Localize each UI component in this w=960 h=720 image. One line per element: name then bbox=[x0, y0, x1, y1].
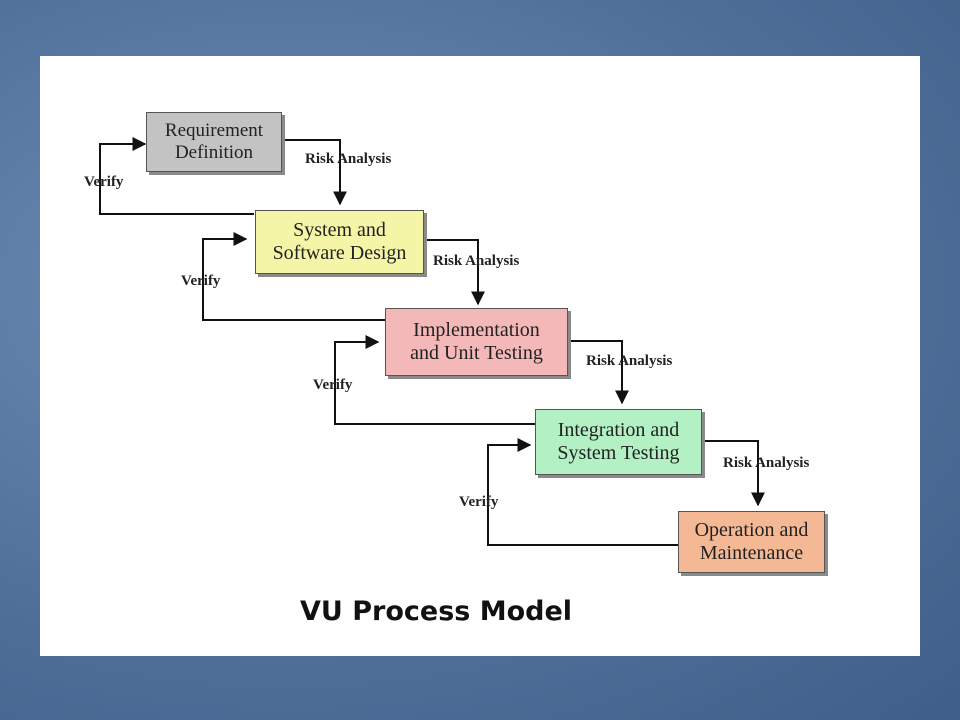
verify-arrow-4 bbox=[487, 438, 678, 546]
verify-label: Verify bbox=[181, 273, 221, 289]
risk-arrow-3 bbox=[568, 340, 629, 405]
verify-label: Verify bbox=[84, 174, 124, 190]
stage-line1: Operation and bbox=[694, 519, 809, 541]
stage-integration-system-testing: Integration and System Testing bbox=[535, 409, 702, 475]
risk-analysis-label: Risk Analysis bbox=[305, 151, 392, 167]
risk-analysis-label: Risk Analysis bbox=[433, 253, 520, 269]
stage-line1: Implementation bbox=[413, 319, 540, 341]
diagram-canvas: Requirement Definition System and Softwa… bbox=[40, 56, 920, 656]
stage-line1: Integration and bbox=[557, 419, 680, 441]
risk-arrow-4 bbox=[702, 440, 765, 507]
risk-analysis-label: Risk Analysis bbox=[723, 455, 810, 471]
stage-system-software-design: System and Software Design bbox=[255, 210, 424, 274]
stage-line2: System Testing bbox=[557, 442, 680, 464]
verify-arrow-1 bbox=[99, 137, 254, 215]
stage-line1: Requirement bbox=[164, 120, 264, 142]
risk-analysis-label: Risk Analysis bbox=[586, 353, 673, 369]
diagram-title: VU Process Model bbox=[300, 596, 573, 627]
stage-operation-maintenance: Operation and Maintenance bbox=[678, 511, 825, 573]
stage-line2: Software Design bbox=[272, 242, 407, 264]
stage-line1: System and bbox=[293, 219, 386, 241]
stage-line2: Definition bbox=[174, 142, 254, 163]
stage-requirement-definition: Requirement Definition bbox=[146, 112, 282, 172]
stage-line2: Maintenance bbox=[699, 542, 804, 564]
verify-arrow-2 bbox=[202, 232, 385, 321]
risk-arrow-1 bbox=[282, 139, 347, 206]
connector-lines bbox=[99, 137, 765, 546]
risk-arrow-2 bbox=[424, 239, 485, 306]
verify-label: Verify bbox=[459, 494, 499, 510]
stage-line2: and Unit Testing bbox=[410, 342, 543, 364]
verify-label: Verify bbox=[313, 377, 353, 393]
stage-implementation-unit-testing: Implementation and Unit Testing bbox=[385, 308, 568, 376]
verify-arrow-3 bbox=[334, 335, 535, 425]
